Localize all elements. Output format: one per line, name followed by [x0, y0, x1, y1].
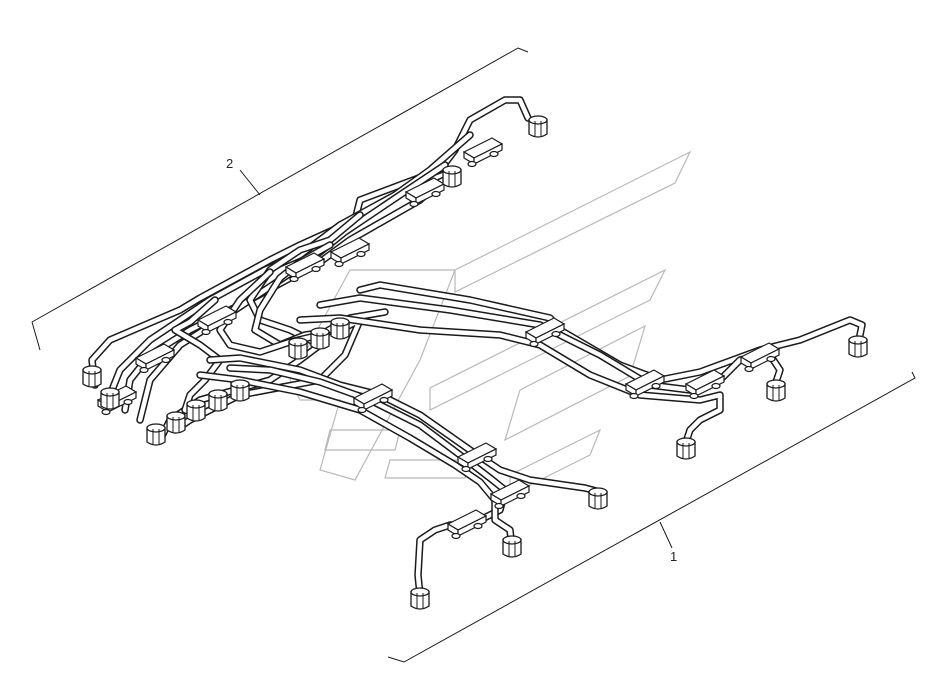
clamp-5	[196, 305, 238, 336]
clamp-11	[684, 369, 726, 400]
clamp-8	[524, 317, 566, 348]
nut-4	[100, 387, 120, 410]
callout-label-2: 2	[226, 156, 233, 171]
clamp-10	[624, 369, 666, 400]
nut-10	[288, 337, 308, 360]
nut-12	[330, 317, 350, 340]
assembly-1-boundary	[387, 371, 916, 663]
nut-14	[766, 379, 786, 402]
nut-8	[208, 389, 228, 412]
leader-line-1	[659, 521, 673, 549]
pipe-clamps	[96, 137, 781, 540]
union-nuts	[82, 115, 868, 610]
clamp-4	[284, 252, 326, 283]
nut-18	[410, 587, 430, 610]
nut-17	[502, 535, 522, 558]
nut-5	[146, 423, 166, 446]
clamp-13	[456, 442, 498, 473]
clamp-14	[489, 479, 531, 510]
clamp-6	[134, 343, 176, 374]
nut-3	[82, 365, 102, 388]
nut-16	[588, 487, 608, 510]
lower-pipe-6	[196, 371, 516, 552]
nut-9	[230, 379, 250, 402]
nut-6	[166, 411, 186, 434]
nut-15	[676, 437, 696, 460]
nut-2	[442, 165, 462, 188]
clamp-15	[446, 509, 488, 540]
upper-pipe-1	[88, 96, 532, 389]
lower-pipe-4	[206, 354, 604, 509]
lower-pipe-3	[296, 314, 724, 449]
clamp-12	[739, 342, 781, 373]
callout-label-1: 1	[670, 549, 677, 564]
nut-1	[528, 115, 548, 138]
clamp-9	[352, 383, 394, 414]
leader-line-2	[239, 169, 261, 196]
nut-13	[848, 335, 868, 358]
clamp-1	[462, 137, 504, 168]
assembly-2-boundary	[31, 47, 529, 351]
watermark-logo	[289, 150, 692, 496]
clamp-3	[329, 237, 371, 268]
nut-11	[310, 327, 330, 350]
nut-7	[186, 399, 206, 422]
